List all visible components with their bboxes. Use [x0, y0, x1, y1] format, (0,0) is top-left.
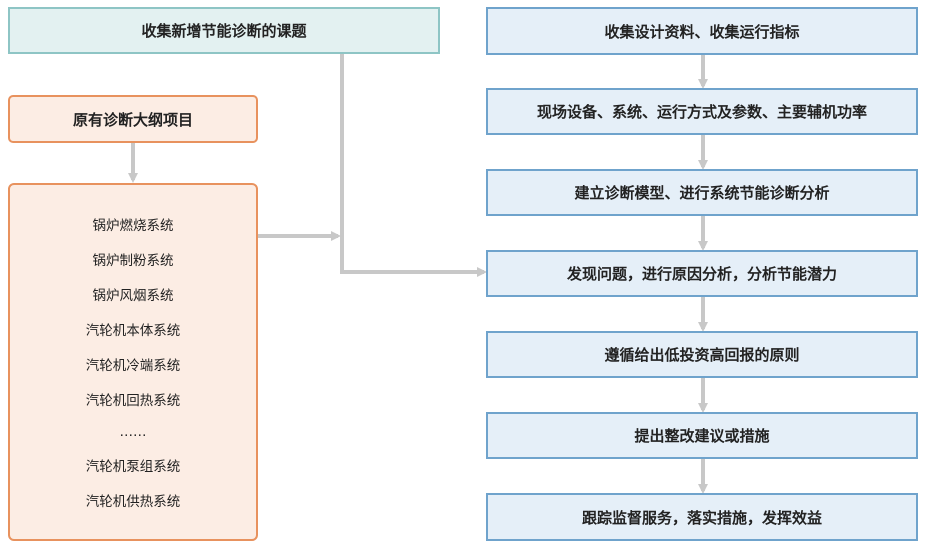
step-4-box: 发现问题，进行原因分析，分析节能潜力	[486, 250, 918, 297]
outline-item: 锅炉制粉系统	[92, 253, 174, 269]
step-3-label: 建立诊断模型、进行系统节能诊断分析	[574, 184, 830, 202]
outline-item: 锅炉燃烧系统	[92, 218, 174, 234]
step-4-label: 发现问题，进行原因分析，分析节能潜力	[566, 265, 837, 283]
outline-title-label: 原有诊断大纲项目	[72, 110, 193, 129]
step-1-box: 收集设计资料、收集运行指标	[486, 7, 918, 55]
step-2-label: 现场设备、系统、运行方式及参数、主要辅机功率	[536, 103, 867, 121]
step-7-box: 跟踪监督服务，落实措施，发挥效益	[486, 493, 918, 541]
step-1-label: 收集设计资料、收集运行指标	[604, 22, 800, 41]
outline-item: 汽轮机冷端系统	[85, 358, 181, 374]
outline-item: 汽轮机泵组系统	[85, 459, 181, 475]
outline-item: 汽轮机回热系统	[85, 393, 181, 409]
step-2-box: 现场设备、系统、运行方式及参数、主要辅机功率	[486, 88, 918, 135]
arrow-topic-to-step4	[340, 54, 487, 277]
step-6-box: 提出整改建议或措施	[486, 412, 918, 459]
step-5-box: 遵循给出低投资高回报的原则	[486, 331, 918, 378]
step-7-label: 跟踪监督服务，落实措施，发挥效益	[581, 508, 822, 527]
outline-list-box: 锅炉燃烧系统 锅炉制粉系统 锅炉风烟系统 汽轮机本体系统 汽轮机冷端系统 汽轮机…	[8, 183, 258, 541]
step-6-label: 提出整改建议或措施	[634, 427, 770, 445]
new-topics-label: 收集新增节能诊断的课题	[141, 22, 307, 40]
outline-item: 汽轮机供热系统	[85, 494, 181, 510]
step-3-box: 建立诊断模型、进行系统节能诊断分析	[486, 169, 918, 216]
outline-title-box: 原有诊断大纲项目	[8, 95, 258, 143]
new-topics-box: 收集新增节能诊断的课题	[8, 7, 440, 54]
outline-item: 锅炉风烟系统	[92, 288, 174, 304]
outline-item: ……	[119, 424, 147, 440]
step-5-label: 遵循给出低投资高回报的原则	[604, 346, 800, 364]
outline-item: 汽轮机本体系统	[85, 323, 181, 339]
